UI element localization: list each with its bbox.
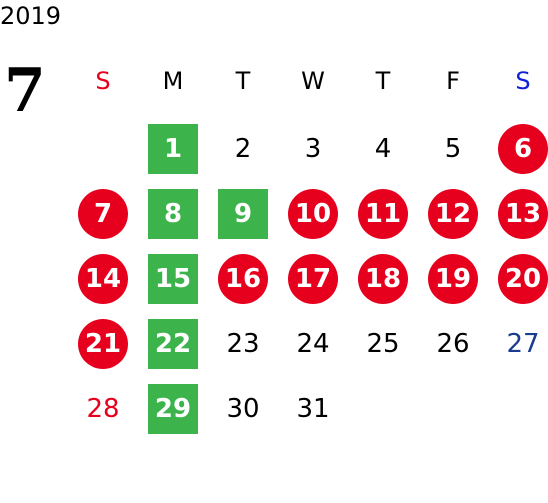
month-number: 7 xyxy=(4,56,46,126)
day-number: 14 xyxy=(84,264,122,294)
day-cell[interactable]: 11 xyxy=(348,188,418,240)
day-number: 6 xyxy=(513,134,533,164)
day-number: 19 xyxy=(434,264,472,294)
day-number: 9 xyxy=(233,199,253,229)
day-cell[interactable]: 23 xyxy=(208,318,278,370)
day-number: 4 xyxy=(374,134,392,164)
weekday-header: S xyxy=(95,67,111,95)
holiday-circle-marker xyxy=(78,254,128,304)
day-cell[interactable]: 1 xyxy=(138,123,208,175)
day-cell[interactable]: 4 xyxy=(348,123,418,175)
day-cell[interactable]: 25 xyxy=(348,318,418,370)
event-square-marker xyxy=(148,384,198,434)
day-cell[interactable]: 7 xyxy=(68,188,138,240)
day-number: 21 xyxy=(84,329,122,359)
day-cell[interactable]: 2 xyxy=(208,123,278,175)
day-cell[interactable]: 6 xyxy=(488,123,548,175)
day-cell[interactable]: 29 xyxy=(138,383,208,435)
day-number: 3 xyxy=(304,134,322,164)
event-square-marker xyxy=(148,319,198,369)
day-number: 29 xyxy=(154,394,192,424)
weekday-header: W xyxy=(301,67,325,95)
day-number: 16 xyxy=(224,264,262,294)
day-cell[interactable]: 12 xyxy=(418,188,488,240)
day-cell[interactable]: 10 xyxy=(278,188,348,240)
holiday-circle-marker xyxy=(498,254,548,304)
day-cell[interactable]: 21 xyxy=(68,318,138,370)
day-number: 31 xyxy=(296,394,330,424)
day-cell[interactable]: 18 xyxy=(348,253,418,305)
day-cell[interactable]: 8 xyxy=(138,188,208,240)
day-number: 12 xyxy=(434,199,472,229)
holiday-circle-marker xyxy=(358,254,408,304)
day-cell[interactable]: 30 xyxy=(208,383,278,435)
day-cell[interactable]: 20 xyxy=(488,253,548,305)
day-cell[interactable]: 31 xyxy=(278,383,348,435)
holiday-circle-marker xyxy=(78,189,128,239)
day-number: 24 xyxy=(296,329,330,359)
holiday-circle-marker xyxy=(288,189,338,239)
day-cell[interactable]: 9 xyxy=(208,188,278,240)
event-square-marker xyxy=(218,189,268,239)
year-label: 2019 xyxy=(0,2,62,30)
day-number: 2 xyxy=(234,134,252,164)
holiday-circle-marker xyxy=(358,189,408,239)
day-number: 22 xyxy=(154,329,192,359)
weekday-header: F xyxy=(446,67,460,95)
holiday-circle-marker xyxy=(428,189,478,239)
day-cell[interactable]: 3 xyxy=(278,123,348,175)
day-number: 8 xyxy=(163,199,183,229)
holiday-circle-marker xyxy=(288,254,338,304)
day-number: 7 xyxy=(93,199,113,229)
holiday-circle-marker xyxy=(218,254,268,304)
day-number: 5 xyxy=(444,134,462,164)
day-cell[interactable]: 28 xyxy=(68,383,138,435)
day-number: 20 xyxy=(504,264,542,294)
day-number: 11 xyxy=(364,199,402,229)
holiday-circle-marker xyxy=(498,124,548,174)
day-number: 1 xyxy=(163,134,183,164)
day-cell[interactable]: 27 xyxy=(488,318,548,370)
day-number: 27 xyxy=(506,329,540,359)
day-number: 15 xyxy=(154,264,192,294)
day-cell[interactable]: 19 xyxy=(418,253,488,305)
day-cell[interactable]: 14 xyxy=(68,253,138,305)
day-cell[interactable]: 22 xyxy=(138,318,208,370)
weekday-header: M xyxy=(162,67,184,95)
day-cell[interactable]: 26 xyxy=(418,318,488,370)
day-cell[interactable]: 16 xyxy=(208,253,278,305)
holiday-circle-marker xyxy=(498,189,548,239)
day-number: 17 xyxy=(294,264,332,294)
weekday-header: T xyxy=(235,67,251,95)
day-number: 13 xyxy=(504,199,542,229)
day-number: 10 xyxy=(294,199,332,229)
event-square-marker xyxy=(148,254,198,304)
day-cell[interactable]: 13 xyxy=(488,188,548,240)
day-cell[interactable]: 17 xyxy=(278,253,348,305)
holiday-circle-marker xyxy=(428,254,478,304)
day-number: 23 xyxy=(226,329,260,359)
day-number: 28 xyxy=(86,394,120,424)
day-cell[interactable]: 15 xyxy=(138,253,208,305)
day-number: 25 xyxy=(366,329,400,359)
day-number: 18 xyxy=(364,264,402,294)
day-cell[interactable]: 24 xyxy=(278,318,348,370)
day-cell[interactable]: 5 xyxy=(418,123,488,175)
weekday-header: S xyxy=(515,67,531,95)
weekday-header: T xyxy=(375,67,391,95)
event-square-marker xyxy=(148,124,198,174)
event-square-marker xyxy=(148,189,198,239)
day-number: 30 xyxy=(226,394,260,424)
holiday-circle-marker xyxy=(78,319,128,369)
day-number: 26 xyxy=(436,329,470,359)
